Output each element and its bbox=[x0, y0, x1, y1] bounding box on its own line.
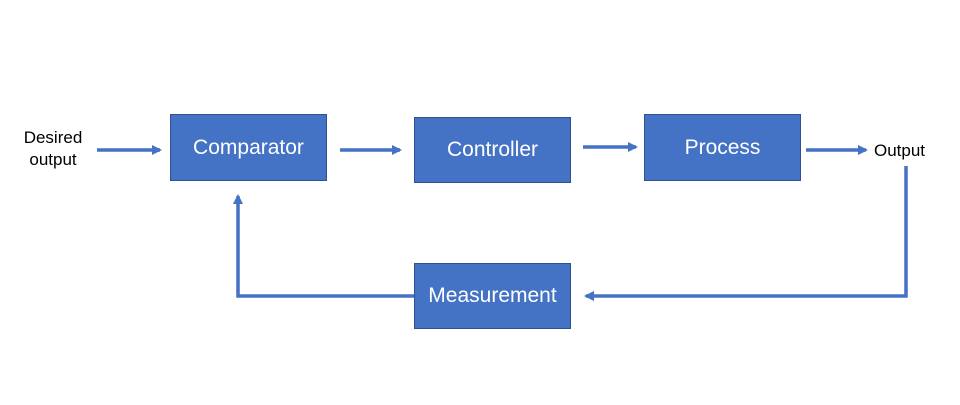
arrow-output-to-measurement bbox=[584, 166, 908, 301]
process-label: Process bbox=[684, 135, 761, 159]
measurement-block: Measurement bbox=[414, 263, 571, 329]
output-label: Output bbox=[874, 141, 926, 160]
controller-label: Controller bbox=[446, 138, 539, 161]
controller-block: Controller bbox=[414, 117, 571, 183]
process-block: Process bbox=[644, 114, 801, 181]
desired-output-label-line1: Desired bbox=[23, 128, 83, 147]
arrow-measurement-to-comparator bbox=[233, 194, 414, 298]
desired-output-label-line2: output bbox=[29, 150, 77, 169]
comparator-label: Comparator bbox=[193, 135, 304, 159]
desired-output-label: Desired output bbox=[8, 127, 98, 171]
measurement-label: Measurement bbox=[428, 284, 557, 307]
comparator-block: Comparator bbox=[170, 114, 327, 181]
